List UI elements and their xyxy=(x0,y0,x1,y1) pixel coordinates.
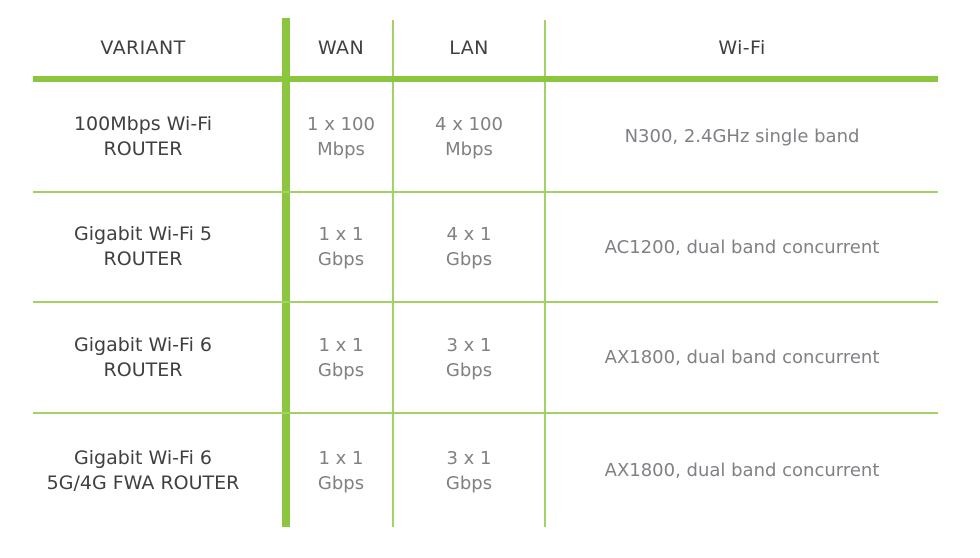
variant-column-divider-bar xyxy=(282,18,290,527)
cell-lan: 4 x 1 Gbps xyxy=(445,224,493,270)
cell-lan: 3 x 1 Gbps xyxy=(445,447,493,494)
header-variant: VARIANT xyxy=(100,36,186,59)
wan-lan-divider-line xyxy=(392,20,394,527)
cell-variant: Gigabit Wi-Fi 6 ROUTER xyxy=(74,333,212,381)
header-wan: WAN xyxy=(317,36,365,59)
cell-lan: 4 x 100 Mbps xyxy=(435,113,503,160)
cell-variant: Gigabit Wi-Fi 5 ROUTER xyxy=(74,223,212,270)
cell-wan: 1 x 1 Gbps xyxy=(317,334,365,381)
lan-wifi-divider-line xyxy=(544,20,546,527)
row-divider-line xyxy=(33,191,938,193)
cell-lan: 3 x 1 Gbps xyxy=(445,334,493,381)
cell-wifi: AX1800, dual band concurrent xyxy=(604,347,880,368)
cell-wan: 1 x 1 Gbps xyxy=(317,224,365,270)
cell-variant: 100Mbps Wi-Fi ROUTER xyxy=(73,112,213,160)
cell-wifi: N300, 2.4GHz single band xyxy=(624,126,860,147)
header-lan: LAN xyxy=(449,36,489,59)
row-divider-line xyxy=(33,301,938,303)
cell-wifi: AC1200, dual band concurrent xyxy=(604,236,880,258)
cell-wan: 1 x 1 Gbps xyxy=(317,447,365,494)
cell-wan: 1 x 100 Mbps xyxy=(307,113,375,160)
row-divider-line xyxy=(33,412,938,414)
header-wifi: Wi-Fi xyxy=(718,36,766,59)
cell-wifi: AX1800, dual band concurrent xyxy=(604,460,880,481)
header-underline-bar xyxy=(33,76,938,82)
cell-variant: Gigabit Wi-Fi 6 5G/4G FWA ROUTER xyxy=(46,446,240,494)
